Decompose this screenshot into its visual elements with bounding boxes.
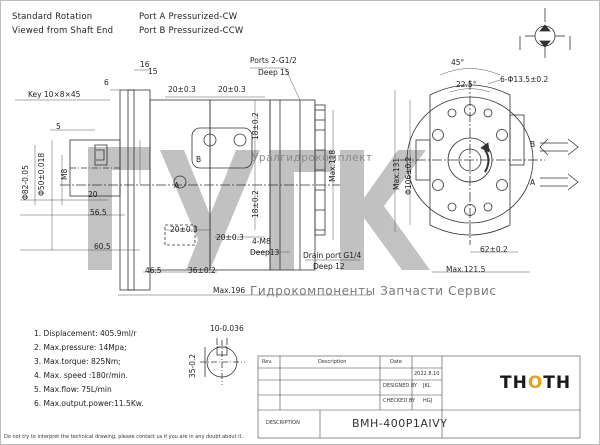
dim-46-5: 46.5	[145, 266, 162, 275]
tb-date-label: Date	[390, 359, 402, 365]
port-a-label: A	[530, 178, 536, 187]
dim-22-5: 22.5°	[456, 80, 477, 89]
header-rotation: Standard Rotation	[12, 12, 93, 22]
tb-model: BMH-400P1AIVY	[352, 417, 448, 430]
dim-m8: M8	[60, 168, 69, 180]
tb-checked-value: HGJ	[423, 398, 433, 404]
dim-drain: Drain port G1/4	[303, 251, 362, 260]
tb-desc-label: Description	[318, 359, 347, 365]
dim-4-m8: 4-M8	[252, 237, 271, 246]
dim-20x3-d: 20±0.3	[216, 233, 244, 242]
dim-16: 16	[140, 60, 150, 69]
port-b-label: B	[530, 140, 536, 149]
dim-10: 10-0.036	[210, 324, 244, 333]
watermark-ru-top: Уралгидрокомплект	[252, 152, 373, 164]
thoth-logo: THOTH	[500, 373, 571, 393]
side-dimensions	[15, 67, 370, 296]
dim-6: 6	[104, 78, 109, 87]
tb-checked-label: CHECKED BY	[383, 398, 415, 404]
header-port-a: Port A Pressurized-CW	[139, 12, 238, 22]
footer-disclaimer: Do not try to interpret the technical dr…	[4, 434, 244, 440]
dim-max131: Max.131	[392, 157, 401, 190]
tb-rev-label: Rev.	[262, 359, 273, 365]
spec-item: 4. Max. speed :180r/min.	[34, 371, 128, 380]
side-view	[60, 89, 340, 291]
dim-18x2-a: 18±0.2	[251, 112, 260, 140]
dim-35: 35-0.2	[188, 353, 197, 378]
label-a-side: A	[174, 181, 180, 190]
hydraulic-symbol	[519, 8, 571, 58]
dim-18x2-b: 18±0.2	[251, 190, 260, 218]
watermark-ru-bottom: Гидрокомпоненты Запчасти Сервис	[250, 284, 497, 298]
dim-phi106: Φ106±0.2	[404, 156, 413, 195]
spec-item: 5. Max.flow: 75L/min	[34, 385, 112, 394]
spec-item: 1. Displacement: 405.9ml/r	[34, 329, 137, 338]
front-view	[400, 80, 545, 245]
dim-max196: Max.196	[213, 286, 246, 295]
dim-key: Key 10×8×45	[28, 90, 81, 99]
tb-designed-value: JKL	[423, 383, 431, 389]
dim-20x3-c: 20±0.3	[170, 225, 198, 234]
front-dimensions	[394, 68, 530, 273]
dim-56-5: 56.5	[90, 208, 107, 217]
spec-item: 2. Max.pressure: 14Mpa;	[34, 343, 127, 352]
dim-deep15: Deep 15	[258, 68, 290, 77]
dim-ports: Ports 2-G1/2	[250, 56, 297, 65]
dim-15: 15	[148, 67, 158, 76]
dim-45deg: 45°	[451, 58, 465, 67]
dim-20a: 20	[88, 190, 98, 199]
dim-60-5: 60.5	[94, 242, 111, 251]
tb-designed-label: DESIGNED BY	[383, 383, 418, 389]
dim-phi82: Φ82-0.05	[21, 165, 30, 200]
dim-20x3-b: 20±0.3	[218, 85, 246, 94]
dim-36: 36±0.2	[188, 266, 216, 275]
spec-item: 3. Max.torque: 825Nm;	[34, 357, 121, 366]
tb-description-label: DESCRIPTION	[266, 420, 300, 426]
dim-phi50: Φ50±0.018	[37, 152, 46, 196]
label-b-side: B	[196, 155, 202, 164]
logo-part1: TH	[500, 373, 528, 393]
dim-max121-5: Max.121.5	[446, 265, 486, 274]
tb-date-value: 2022.8.10	[414, 371, 440, 377]
logo-part3: TH	[543, 373, 572, 393]
dim-62: 62±0.2	[480, 245, 508, 254]
watermark-letters	[88, 147, 430, 270]
shaft-section	[200, 338, 245, 385]
title-block-grid	[257, 355, 581, 439]
dim-20x3-a: 20±0.3	[168, 85, 196, 94]
header-viewed: Viewed from Shaft End	[12, 26, 114, 36]
dim-5: 5	[56, 122, 61, 131]
spec-item: 6. Max.output.power:11.5Kw.	[34, 399, 144, 408]
header-port-b: Port B Pressurized-CCW	[139, 26, 244, 36]
port-arrows	[539, 138, 579, 191]
dim-deep12: Deep 12	[313, 262, 345, 271]
dim-deep13: Deep13	[250, 248, 280, 257]
dim-holes: 6-Φ13.5±0.2	[500, 75, 549, 84]
logo-part2: O	[527, 373, 544, 393]
